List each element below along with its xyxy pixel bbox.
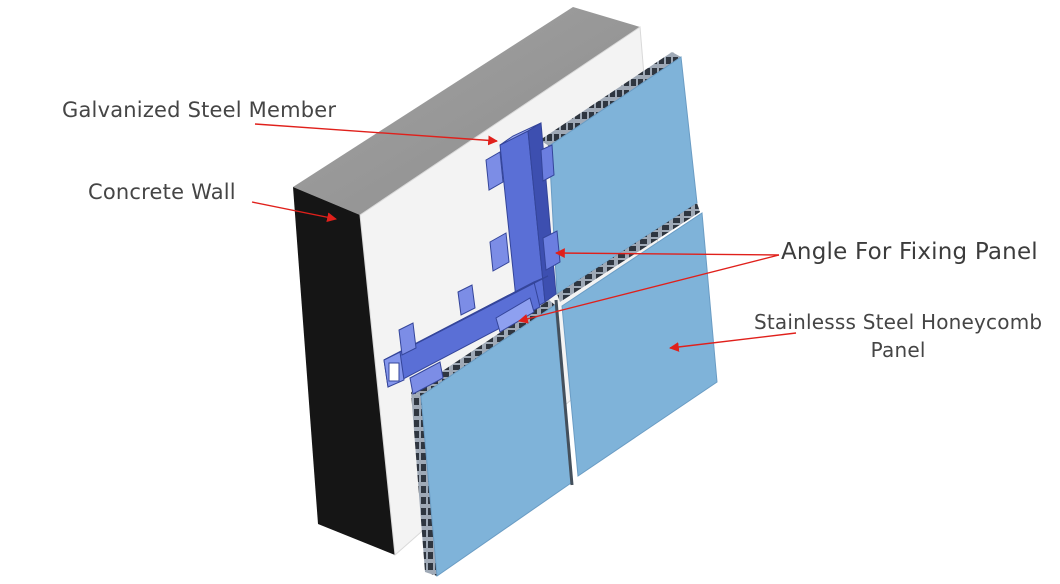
fixing-angle-bottom	[409, 361, 444, 395]
panel-edge-lower-left	[411, 392, 437, 576]
panel-joint	[554, 299, 574, 486]
angle-for-fixing-panel-label: Angle For Fixing Panel	[781, 239, 1038, 265]
honeycomb-panel-label-line1: Stainlesss Steel Honeycomb	[754, 310, 1043, 334]
concrete-wall-top	[293, 7, 640, 215]
galvanized-steel-member-label: Galvanized Steel Member	[62, 98, 337, 122]
arrow-galvanized-steel-member	[254, 123, 498, 146]
horizontal-member-hole	[388, 362, 400, 382]
arrow-concrete-wall	[251, 201, 337, 223]
fixing-angle-upper	[540, 144, 555, 182]
arrow-honeycomb-panel	[669, 332, 797, 352]
concrete-wall-label: Concrete Wall	[88, 180, 236, 204]
panel-edge-lower-left-top	[411, 300, 555, 396]
honeycomb-panel-label: Stainlesss Steel Honeycomb Panel	[754, 308, 1042, 364]
panel-edge-upper-right-bottom	[557, 203, 700, 302]
bracket-middle	[489, 232, 510, 272]
concrete-wall-side	[293, 187, 395, 555]
fixing-angle-middle	[542, 230, 561, 271]
honeycomb-panel-lower-right	[561, 212, 718, 477]
fixing-angle-lower	[495, 297, 535, 333]
bracket-upper	[485, 151, 504, 191]
callout-arrows	[251, 123, 797, 352]
bracket-left	[398, 322, 417, 356]
honeycomb-panel-label-line2: Panel	[870, 338, 926, 362]
honeycomb-panels	[411, 52, 718, 577]
arrow-angle-lower	[518, 254, 780, 324]
panel-edge-upper-right	[540, 52, 681, 146]
bracket-center	[457, 284, 476, 316]
galvanized-steel-member	[383, 122, 561, 395]
arrow-angle-upper	[555, 248, 780, 258]
